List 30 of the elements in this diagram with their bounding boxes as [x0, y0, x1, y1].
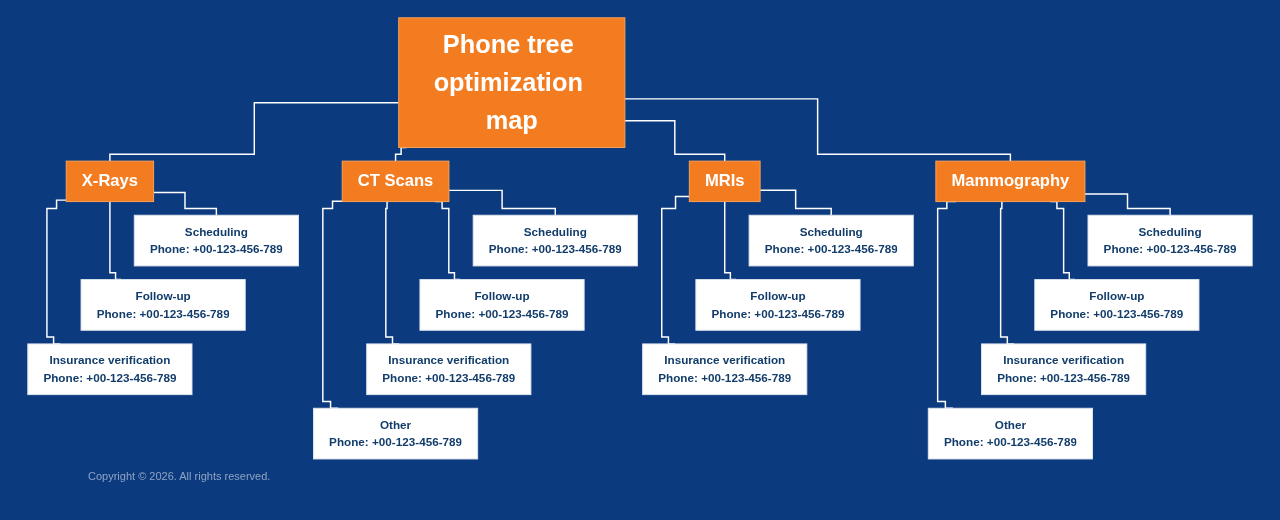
node-box: Follow-up Phone: +00-123-456-789	[419, 279, 585, 331]
node-box: X-Rays	[65, 160, 155, 203]
connector	[624, 98, 1012, 162]
connector	[46, 199, 67, 345]
node-box: MRIs	[688, 160, 761, 203]
node-box: Follow-up Phone: +00-123-456-789	[695, 279, 861, 331]
node-box: Insurance verification Phone: +00-123-456-789	[642, 343, 808, 396]
node-box: Insurance verification Phone: +00-123-456-789	[366, 343, 532, 396]
node-box: Follow-up Phone: +00-123-456-789	[1034, 279, 1200, 331]
node-box: Other Phone: +00-123-456-789	[927, 407, 1093, 460]
node-box: Insurance verification Phone: +00-123-456-789	[27, 343, 193, 396]
node-box: Mammography	[935, 160, 1086, 203]
connector	[759, 189, 832, 216]
node-box: Follow-up Phone: +00-123-456-789	[80, 279, 246, 331]
connector	[661, 195, 691, 345]
node-box: Scheduling Phone: +00-123-456-789	[748, 214, 914, 267]
node-box: Phone tree optimization map	[398, 17, 626, 148]
connector	[322, 200, 343, 409]
connector	[624, 119, 726, 162]
copyright-note: Copyright © 2026. All rights reserved.	[88, 470, 271, 482]
node-box: Scheduling Phone: +00-123-456-789	[472, 214, 638, 267]
connector	[448, 189, 556, 216]
connector	[152, 191, 218, 216]
connector	[1084, 193, 1171, 216]
node-box: Insurance verification Phone: +00-123-456-789	[981, 343, 1147, 396]
node-box: Other Phone: +00-123-456-789	[313, 407, 479, 460]
node-box: Scheduling Phone: +00-123-456-789	[1087, 214, 1253, 267]
connector	[109, 102, 400, 162]
node-box: CT Scans	[341, 160, 450, 203]
node-box: Scheduling Phone: +00-123-456-789	[133, 214, 299, 267]
